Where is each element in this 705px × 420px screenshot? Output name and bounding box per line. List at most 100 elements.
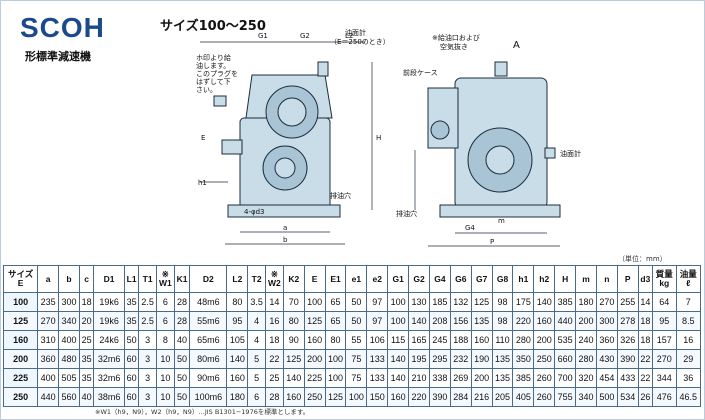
table-cell: 3 (138, 330, 157, 350)
label-front-case: 前段ケース (403, 68, 438, 77)
worm-wheel-hub (277, 97, 307, 127)
table-header-cell: e1 (345, 265, 368, 293)
table-cell: 534 (616, 387, 639, 407)
table-cell: 7 (675, 292, 702, 312)
table-cell: 280 (575, 349, 597, 369)
table-cell: 284 (449, 387, 472, 407)
table-cell: 5 (247, 349, 266, 369)
table-cell: 80 (282, 311, 305, 331)
table-cell: 350 (512, 349, 535, 369)
table-header-cell: K1 (173, 265, 191, 293)
table-cell: 3.5 (247, 292, 266, 312)
label-drain: 排油穴 (330, 191, 351, 200)
table-cell: 225 (2, 368, 39, 388)
table-header-cell: L1 (123, 265, 140, 293)
table-header-cell: e2 (366, 265, 389, 293)
table-cell: 188 (449, 330, 472, 350)
side-vent (494, 61, 508, 77)
table-cell: 270 (595, 292, 618, 312)
table-cell: 65 (324, 292, 347, 312)
table-cell: 100 (345, 387, 368, 407)
table-cell: 80 (324, 330, 347, 350)
table-cell: 175 (512, 292, 535, 312)
table-cell: 22 (637, 368, 654, 388)
table-cell: 18 (637, 330, 654, 350)
table-cell: 245 (428, 330, 451, 350)
table-cell: 140 (387, 368, 410, 388)
label-fill-vent-2: 空気抜き (440, 42, 468, 51)
table-cell: 250 (2, 387, 39, 407)
table-cell: 505 (58, 368, 80, 388)
table-cell: 216 (470, 387, 493, 407)
table-cell: 40 (173, 330, 191, 350)
table-header-cell: G7 (470, 265, 493, 293)
table-cell: 8.5 (675, 311, 702, 331)
label-a: a (283, 224, 287, 232)
table-cell: 269 (449, 368, 472, 388)
table-cell: 95 (226, 311, 249, 331)
label-oil-gauge-side: 油面計 (560, 149, 581, 158)
table-cell: 232 (449, 349, 472, 369)
table-cell: 19k6 (93, 292, 125, 312)
table-cell: 132 (449, 292, 472, 312)
table-cell: 440 (37, 387, 60, 407)
table-cell: 46.5 (675, 387, 702, 407)
label-oil-gauge-note: （E＝250のとき） (330, 38, 390, 46)
table-cell: 55m6 (189, 311, 228, 331)
label-g2: G2 (300, 32, 310, 40)
table-cell: 255 (616, 292, 639, 312)
table-cell: 220 (408, 387, 430, 407)
table-cell: 50 (123, 330, 140, 350)
table-cell: 65m6 (189, 330, 228, 350)
table-cell: 135 (470, 311, 493, 331)
table-cell: 278 (616, 311, 639, 331)
label-b: b (283, 236, 288, 244)
table-cell: 140 (408, 311, 430, 331)
table-header-cell: G4 (428, 265, 451, 293)
table-cell: 295 (428, 349, 451, 369)
table-cell: 14 (637, 292, 654, 312)
table-cell: 200 (303, 349, 326, 369)
table-cell: 160 (2, 330, 39, 350)
table-cell: 19k6 (93, 311, 125, 331)
label-m: m (498, 217, 505, 225)
table-cell: 40 (78, 387, 95, 407)
table-header-cell: G1 (387, 265, 410, 293)
label-h: H (376, 134, 381, 142)
base-plate (227, 204, 341, 218)
table-cell: 16 (675, 330, 702, 350)
table-cell: 160 (387, 387, 410, 407)
table-header-cell: L2 (226, 265, 249, 293)
table-cell: 100 (324, 349, 347, 369)
table-cell: 360 (595, 330, 618, 350)
table-cell: 454 (595, 368, 618, 388)
table-cell: 20 (78, 311, 95, 331)
table-cell: 35 (123, 292, 140, 312)
table-cell: 400 (37, 368, 60, 388)
table-cell: 90m6 (189, 368, 228, 388)
table-cell: 125 (2, 311, 39, 331)
table-cell: 235 (37, 292, 60, 312)
table-cell: 60 (123, 349, 140, 369)
table-cell: 135 (491, 368, 514, 388)
table-cell: 48m6 (189, 292, 228, 312)
table-cell: 260 (533, 387, 556, 407)
table-cell: 160 (282, 387, 305, 407)
label-e: E (201, 134, 205, 142)
table-cell: 16 (264, 311, 284, 331)
table-cell: 480 (58, 349, 80, 369)
table-cell: 560 (58, 387, 80, 407)
table-cell: 100 (387, 292, 410, 312)
table-cell: 160 (533, 311, 556, 331)
table-cell: 65 (324, 311, 347, 331)
table-cell: 205 (491, 387, 514, 407)
label-g4: G4 (465, 224, 475, 232)
table-cell: 125 (303, 311, 326, 331)
table-cell: 300 (58, 292, 80, 312)
label-plug-note-5: さい。 (196, 86, 217, 94)
table-cell: 105 (226, 330, 249, 350)
table-cell: 5 (247, 368, 266, 388)
table-cell: 340 (58, 311, 80, 331)
